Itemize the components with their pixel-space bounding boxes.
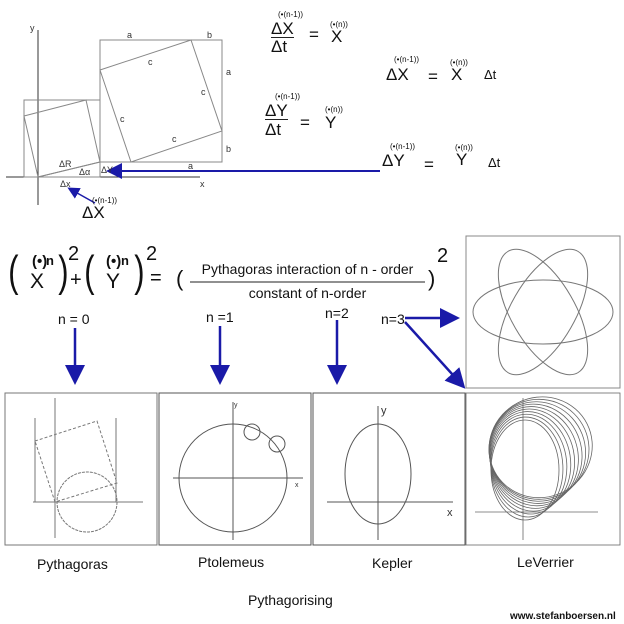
side-label-c: c (201, 87, 206, 97)
arrow-to-dx (67, 187, 96, 204)
x-dot: X (451, 65, 463, 84)
orbit-ellipse (490, 419, 560, 521)
side-label-a: a (226, 67, 232, 77)
superscript: (•(n-1)) (278, 10, 304, 19)
superscript: (•(n-1)) (390, 142, 416, 151)
equals: = (300, 113, 310, 132)
x-term: X (30, 270, 45, 293)
order-arrows (65, 308, 466, 389)
delta-alpha-label: Δα (79, 167, 91, 177)
order-n: n (121, 253, 129, 268)
side-label-a: a (127, 30, 133, 40)
power: 2 (68, 243, 80, 265)
side-label-c: c (120, 114, 125, 124)
delta-x-callout: ΔX (82, 203, 105, 222)
order-n3: n=3 (381, 311, 405, 327)
equals: = (424, 155, 434, 174)
panel-title-kepler: Kepler (372, 555, 413, 571)
delta-y-label: ΔY (101, 165, 114, 175)
side-label-c: c (148, 57, 153, 67)
orbit-ellipse (489, 406, 579, 507)
superscript: (•(n)) (330, 20, 348, 29)
orbit-ellipse (488, 396, 593, 499)
panel-title-leverrier: LeVerrier (517, 554, 574, 570)
dot-symbol: (•) (32, 253, 48, 270)
power: 2 (437, 245, 449, 267)
kepler-x-label: x (447, 507, 453, 519)
dy: ΔY (382, 151, 405, 170)
website-link[interactable]: www.stefanboersen.nl (510, 611, 616, 622)
superscript: (•(n-1)) (394, 55, 420, 64)
order-n: n (46, 253, 54, 268)
order-n0: n = 0 (58, 311, 90, 327)
equals: = (428, 67, 438, 86)
plus: + (70, 269, 82, 291)
order-n1: n =1 (206, 309, 234, 325)
y-dot: Y (456, 150, 468, 169)
y-axis-label: y (30, 23, 35, 33)
y-dot: Y (325, 113, 337, 132)
ptolemeus-x-label: x (295, 482, 299, 489)
equals: = (150, 267, 162, 289)
superscript-n-1: (•(n-1)) (92, 196, 118, 205)
dt-denominator: Δt (271, 37, 288, 56)
side-label-b: b (207, 30, 213, 40)
superscript: (•(n)) (450, 58, 468, 67)
numerator: Pythagoras interaction of n - order (201, 261, 414, 277)
dx: ΔX (386, 65, 409, 84)
superscript: (•(n)) (325, 105, 343, 114)
side-label-b: b (226, 144, 232, 154)
dt: Δt (488, 155, 501, 170)
kepler-panel-graphic (312, 392, 466, 546)
dt: Δt (484, 67, 497, 82)
side-label-a: a (188, 161, 194, 171)
dx-numerator: ΔX (271, 19, 294, 38)
kepler-y-label: y (381, 405, 387, 417)
dt-denominator: Δt (265, 120, 282, 139)
panel-title-ptolemeus: Ptolemeus (198, 554, 265, 570)
pythagoras-squares-figure (6, 30, 223, 205)
delta-r-label: ΔR (59, 159, 72, 169)
leverrier-panel-graphic (465, 392, 621, 546)
dot-symbol: (•) (106, 253, 122, 270)
superscript: (•(n)) (455, 143, 473, 152)
pythagoras-panel-graphic (4, 392, 158, 546)
y-term: Y (106, 270, 121, 293)
power: 2 (146, 243, 158, 265)
delta-x-label: Δx (60, 179, 71, 189)
ptolemeus-panel-graphic (158, 392, 312, 546)
order-n2: n=2 (325, 305, 349, 321)
side-label-c: c (172, 134, 177, 144)
panel-title-pythagoras: Pythagoras (37, 556, 108, 572)
rotating-ellipses-panel (465, 235, 621, 389)
ptolemeus-y-label: y (234, 402, 238, 409)
denominator: constant of n-order (248, 285, 367, 301)
superscript: (•(n-1)) (275, 92, 301, 101)
dy-numerator: ΔY (265, 101, 288, 120)
x-dot: X (331, 27, 343, 46)
caption: Pythagorising (248, 592, 333, 608)
equals: = (309, 25, 319, 44)
x-axis-label: x (200, 179, 205, 189)
